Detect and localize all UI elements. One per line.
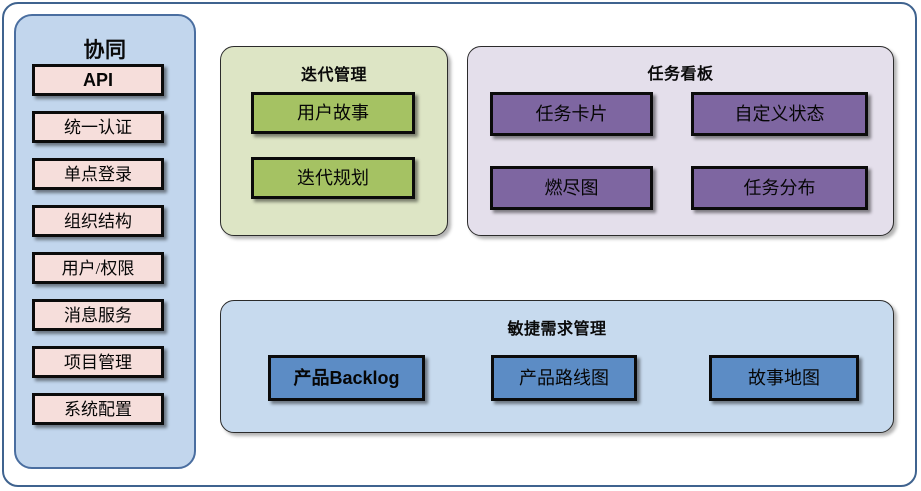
taskboard-item-label: 燃尽图 [544, 178, 599, 198]
sidebar-item-label: 项目管理 [64, 352, 132, 372]
taskboard-item-custom-status[interactable]: 自定义状态 [691, 92, 868, 136]
sidebar-item-sso[interactable]: 单点登录 [32, 158, 164, 190]
sidebar-item-label: 用户/权限 [61, 258, 135, 278]
agile-item-product-roadmap[interactable]: 产品路线图 [491, 355, 637, 401]
sidebar-item-label: 消息服务 [64, 305, 132, 325]
agile-requirements-title: 敏捷需求管理 [507, 321, 607, 338]
sidebar-title: 协同 [83, 39, 127, 62]
iteration-item-label: 迭代规划 [297, 168, 369, 188]
taskboard-item-label: 任务分布 [743, 178, 816, 198]
agile-item-product-backlog[interactable]: 产品Backlog [268, 355, 425, 401]
sidebar-item-system-config[interactable]: 系统配置 [32, 393, 164, 425]
iteration-management-title: 迭代管理 [300, 67, 367, 84]
iteration-item-user-story[interactable]: 用户故事 [251, 92, 415, 134]
agile-item-label: 故事地图 [748, 368, 820, 388]
sidebar-item-label: 单点登录 [64, 164, 132, 184]
sidebar-item-label: 统一认证 [64, 117, 132, 137]
sidebar-item-label: API [82, 70, 113, 90]
agile-item-label: 产品路线图 [519, 368, 609, 388]
sidebar-item-unified-auth[interactable]: 统一认证 [32, 111, 164, 143]
taskboard-item-task-distribution[interactable]: 任务分布 [691, 166, 868, 210]
sidebar-item-api[interactable]: API [32, 64, 164, 96]
taskboard-item-label: 自定义状态 [734, 104, 825, 124]
iteration-item-label: 用户故事 [297, 103, 369, 123]
sidebar-item-user-permission[interactable]: 用户/权限 [32, 252, 164, 284]
sidebar-item-org-structure[interactable]: 组织结构 [32, 205, 164, 237]
agile-item-story-map[interactable]: 故事地图 [709, 355, 859, 401]
iteration-management-panel: 迭代管理 [220, 46, 448, 236]
iteration-item-iteration-plan[interactable]: 迭代规划 [251, 157, 415, 199]
sidebar-item-label: 组织结构 [64, 211, 132, 231]
agile-item-label: 产品Backlog [293, 368, 400, 388]
sidebar-item-label: 系统配置 [64, 399, 132, 419]
taskboard-item-task-card[interactable]: 任务卡片 [490, 92, 653, 136]
sidebar-item-project-management[interactable]: 项目管理 [32, 346, 164, 378]
taskboard-item-burndown-chart[interactable]: 燃尽图 [490, 166, 653, 210]
task-board-title: 任务看板 [647, 66, 714, 83]
sidebar-item-message-service[interactable]: 消息服务 [32, 299, 164, 331]
taskboard-item-label: 任务卡片 [535, 104, 608, 124]
